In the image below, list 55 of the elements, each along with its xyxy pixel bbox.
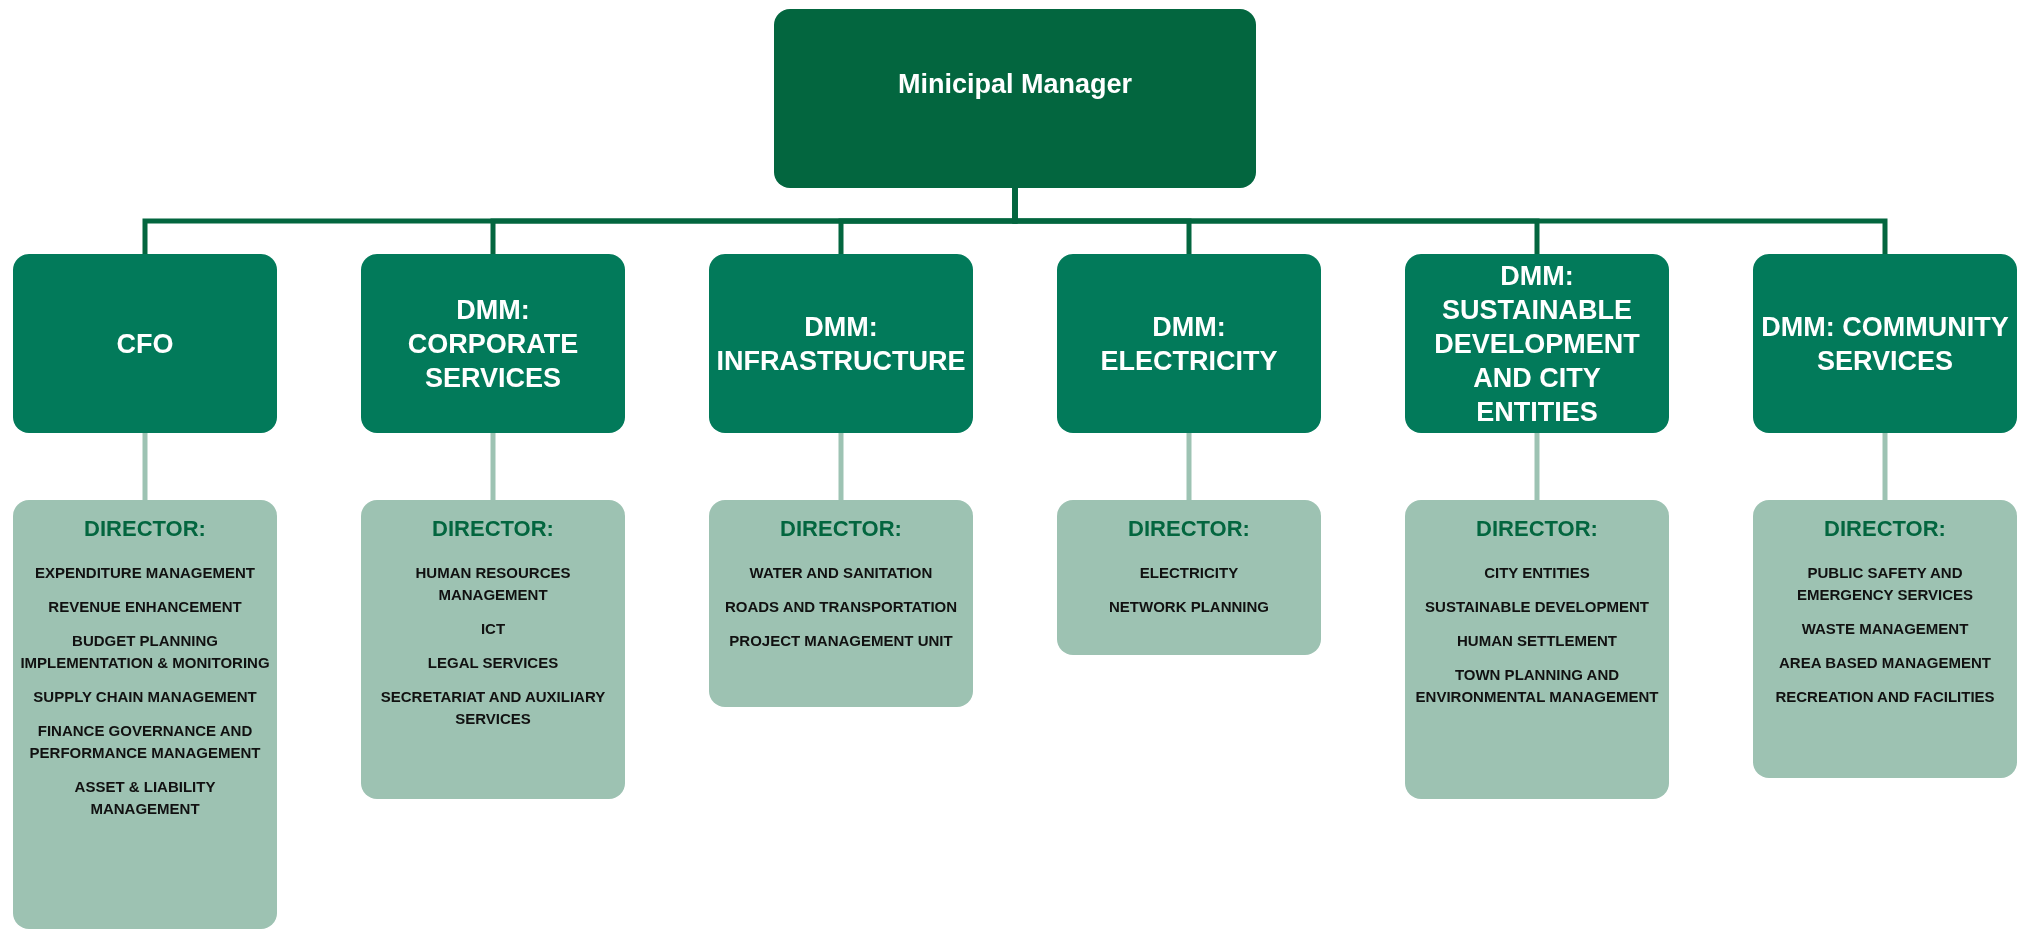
unit-name: LEGAL SERVICES — [427, 653, 559, 673]
role-title: DMM: INFRASTRUCTURE — [716, 310, 966, 378]
directorate-box — [1405, 500, 1669, 799]
unit-name: SUSTAINABLE DEVELOPMENT — [1425, 597, 1649, 617]
director-heading: DIRECTOR: — [1476, 516, 1598, 542]
unit-name: WATER AND SANITATION — [749, 563, 933, 583]
department-box — [361, 254, 625, 433]
unit-name: ASSET & LIABILITY MANAGEMENT — [73, 777, 217, 819]
unit-name: HUMAN SETTLEMENT — [1457, 631, 1617, 651]
unit-name: BUDGET PLANNING IMPLEMENTATION & MONITORING — [19, 631, 271, 673]
unit-name: TOWN PLANNING AND ENVIRONMENTAL MANAGEMENT — [1414, 665, 1660, 707]
department-box — [709, 254, 973, 433]
director-heading: DIRECTOR: — [432, 516, 554, 542]
director-heading: DIRECTOR: — [1824, 516, 1946, 542]
directorate-box — [1753, 500, 2017, 778]
unit-name: ELECTRICITY — [1139, 563, 1239, 583]
unit-name: SECRETARIAT AND AUXILIARY SERVICES — [379, 687, 607, 729]
directorate-box — [1057, 500, 1321, 655]
unit-name: HUMAN RESOURCES MANAGEMENT — [414, 563, 572, 605]
unit-name: ROADS AND TRANSPORTATION — [724, 597, 958, 617]
director-heading: DIRECTOR: — [780, 516, 902, 542]
connector-line — [838, 433, 844, 500]
role-title: DMM: COMMUNITY SERVICES — [1761, 310, 2009, 378]
role-title: DMM: CORPORATE SERVICES — [406, 293, 580, 395]
connector-line — [1882, 433, 1888, 500]
unit-name: ICT — [480, 619, 506, 639]
unit-name: NETWORK PLANNING — [1109, 597, 1269, 617]
unit-name: RECREATION AND FACILITIES — [1775, 687, 1995, 707]
unit-name: PROJECT MANAGEMENT UNIT — [729, 631, 953, 651]
unit-name: REVENUE ENHANCEMENT — [48, 597, 242, 617]
department-box — [1753, 254, 2017, 433]
unit-name: SUPPLY CHAIN MANAGEMENT — [33, 687, 257, 707]
connector-line — [1534, 433, 1540, 500]
department-box — [13, 254, 277, 433]
connector-line — [490, 433, 496, 500]
unit-name: AREA BASED MANAGEMENT — [1779, 653, 1991, 673]
role-title: Minicipal Manager — [897, 69, 1133, 100]
role-title: DMM: SUSTAINABLE DEVELOPMENT AND CITY ENTITIES — [1433, 259, 1641, 429]
role-title: CFO — [116, 327, 174, 361]
director-heading: DIRECTOR: — [84, 516, 206, 542]
connector-line — [142, 433, 148, 500]
unit-name: EXPENDITURE MANAGEMENT — [35, 563, 255, 583]
unit-name: FINANCE GOVERNANCE AND PERFORMANCE MANAGEMENT — [28, 721, 262, 763]
manager-box — [774, 9, 1256, 188]
director-heading: DIRECTOR: — [1128, 516, 1250, 542]
directorate-box — [709, 500, 973, 707]
role-title: DMM: ELECTRICITY — [1099, 310, 1279, 378]
department-box — [1405, 254, 1669, 433]
unit-name: CITY ENTITIES — [1484, 563, 1590, 583]
directorate-box — [13, 500, 277, 929]
unit-name: WASTE MANAGEMENT — [1801, 619, 1969, 639]
unit-name: PUBLIC SAFETY AND EMERGENCY SERVICES — [1795, 563, 1975, 605]
directorate-box — [361, 500, 625, 799]
connector-line — [1186, 433, 1192, 500]
department-box — [1057, 254, 1321, 433]
